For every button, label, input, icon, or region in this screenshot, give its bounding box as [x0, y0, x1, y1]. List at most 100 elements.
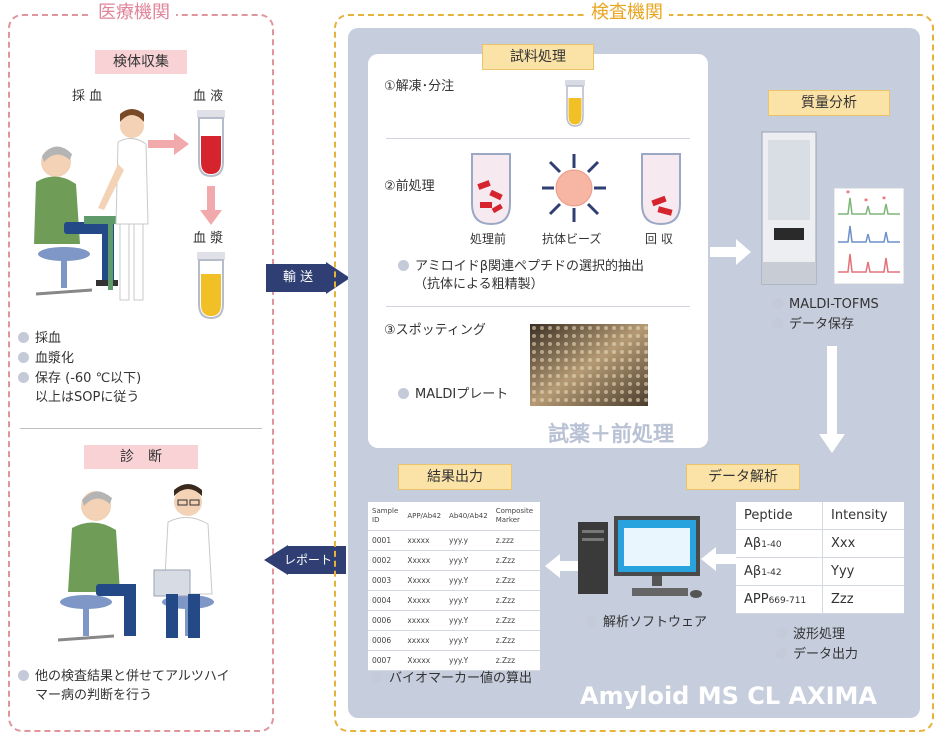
step1-label: ①解凍･分注	[384, 79, 455, 94]
peptide-cell: Aβ1-40	[736, 529, 823, 558]
extraction-note: アミロイドβ関連ペプチドの選択的抽出	[398, 258, 644, 276]
mass-analysis-label: 質量分析	[768, 90, 890, 116]
sop-note: 以上はSOPに従う	[35, 390, 140, 405]
recovery-tube-icon	[641, 153, 681, 226]
report-arrow	[264, 545, 346, 575]
down-arrow-icon	[200, 186, 222, 225]
aliquot-tube-icon	[565, 80, 585, 127]
reagent-pretreatment-title: 試薬＋前処理	[548, 422, 674, 446]
step3-label: ③スポッティング	[384, 323, 486, 338]
step-divider	[386, 306, 690, 307]
bullet-dot	[586, 616, 597, 627]
right-arrow-icon	[148, 133, 189, 155]
antibody-beads-label: 抗体ビーズ	[542, 232, 602, 246]
maldi-plate-label: MALDIプレート	[398, 386, 508, 404]
maldi-plate-image	[530, 324, 648, 406]
diagnosis-illustration	[57, 484, 214, 642]
biomarker-calculation-bullet: バイオマーカー値の算出	[372, 670, 532, 688]
table-header-row: Peptide Intensity	[736, 502, 904, 530]
diagnosis-note: 他の検査結果と併せてアルツハイ	[18, 668, 230, 686]
blood-draw-label: 採 血	[72, 89, 103, 104]
bullet-dot	[772, 318, 783, 329]
bullet-dot	[776, 648, 787, 659]
report-label: レポート	[284, 553, 333, 567]
bullet-plasma: 血漿化	[18, 350, 74, 368]
blood-draw-illustration	[34, 109, 149, 301]
intensity-cell: Yyy	[822, 557, 904, 586]
bullet-storage: 保存 (-60 ℃以下)	[18, 370, 141, 388]
column-header: APP/Ab42	[403, 502, 446, 531]
extraction-note-line2: （抗体による粗精製）	[414, 277, 544, 292]
plasma-label: 血 漿	[193, 231, 224, 246]
before-tube-icon	[471, 153, 511, 226]
bullet-dot	[372, 672, 383, 683]
diagnosis-note-line2: マー病の判断を行う	[35, 688, 153, 703]
arrow-to-mass-icon	[710, 239, 751, 265]
column-header: Ab40/Ab42	[445, 502, 492, 531]
svg-text:*: *	[864, 197, 868, 206]
bullet-dot	[18, 372, 29, 383]
intensity-header: Intensity	[822, 502, 904, 530]
mass-spectrum-chart: * * *	[834, 188, 904, 284]
table-row: APP669-711 Zzz	[736, 585, 904, 614]
intensity-cell: Zzz	[822, 585, 904, 614]
results-output-label: 結果出力	[398, 464, 512, 490]
data-output-bullet: データ出力	[776, 646, 858, 664]
transport-label: 輸 送	[283, 270, 314, 285]
analysis-software-label: 解析ソフトウェア	[586, 614, 707, 632]
results-table: Sample ID APP/Ab42 Ab40/Ab42 Composite M…	[368, 502, 540, 671]
bullet-dot	[776, 628, 787, 639]
arrow-to-software-icon	[701, 547, 736, 571]
before-label: 処理前	[470, 232, 507, 246]
arrow-to-results-icon	[545, 554, 578, 578]
medical-divider	[20, 428, 262, 429]
column-header: Composite Marker	[491, 502, 540, 531]
arrow-to-analysis-icon	[819, 346, 845, 453]
computer-icon	[578, 516, 702, 598]
table-row: Aβ1-42 Yyy	[736, 557, 904, 586]
bullet-dot	[398, 260, 409, 271]
peptide-cell: APP669-711	[736, 585, 823, 614]
step2-label: ②前処理	[384, 179, 435, 194]
bullet-blood-draw: 採血	[18, 330, 61, 348]
peptide-cell: Aβ1-42	[736, 557, 823, 586]
mass-spectrometer-icon	[761, 131, 817, 285]
bullet-dot	[772, 298, 783, 309]
step-divider	[386, 138, 690, 139]
specimen-collection-label: 検体収集	[95, 50, 187, 74]
bullet-dot	[18, 352, 29, 363]
medical-institution-title: 医療機関	[92, 3, 176, 23]
bullet-dot	[18, 670, 29, 681]
table-header-row: Sample ID APP/Ab42 Ab40/Ab42 Composite M…	[368, 502, 540, 531]
blood-label: 血 液	[193, 89, 224, 104]
peptide-table: Peptide Intensity Aβ1-40 Xxx Aβ1-42 Yyy …	[736, 502, 904, 614]
brand-title: Amyloid MS CL AXIMA	[580, 682, 877, 710]
svg-text:*: *	[882, 195, 886, 204]
table-row: Aβ1-40 Xxx	[736, 529, 904, 558]
data-analysis-label: データ解析	[686, 464, 800, 490]
svg-text:*: *	[846, 189, 850, 198]
peptide-header: Peptide	[736, 502, 823, 530]
waveform-processing-bullet: 波形処理	[776, 626, 845, 644]
column-header: Sample ID	[368, 502, 404, 531]
data-save-bullet: データ保存	[772, 316, 854, 334]
antibody-bead-icon	[542, 154, 606, 222]
plasma-tube-icon	[197, 252, 225, 320]
transport-arrow	[266, 262, 350, 294]
recovery-label: 回 収	[645, 232, 673, 246]
sample-prep-label: 試料処理	[482, 44, 594, 70]
testing-institution-title: 検査機関	[585, 3, 669, 23]
maldi-tofms-bullet: MALDI-TOFMS	[772, 296, 879, 314]
intensity-cell: Xxx	[822, 529, 904, 558]
bullet-dot	[18, 332, 29, 343]
diagnosis-label: 診 断	[84, 445, 198, 469]
bullet-dot	[398, 388, 409, 399]
blood-tube-icon	[197, 110, 225, 178]
